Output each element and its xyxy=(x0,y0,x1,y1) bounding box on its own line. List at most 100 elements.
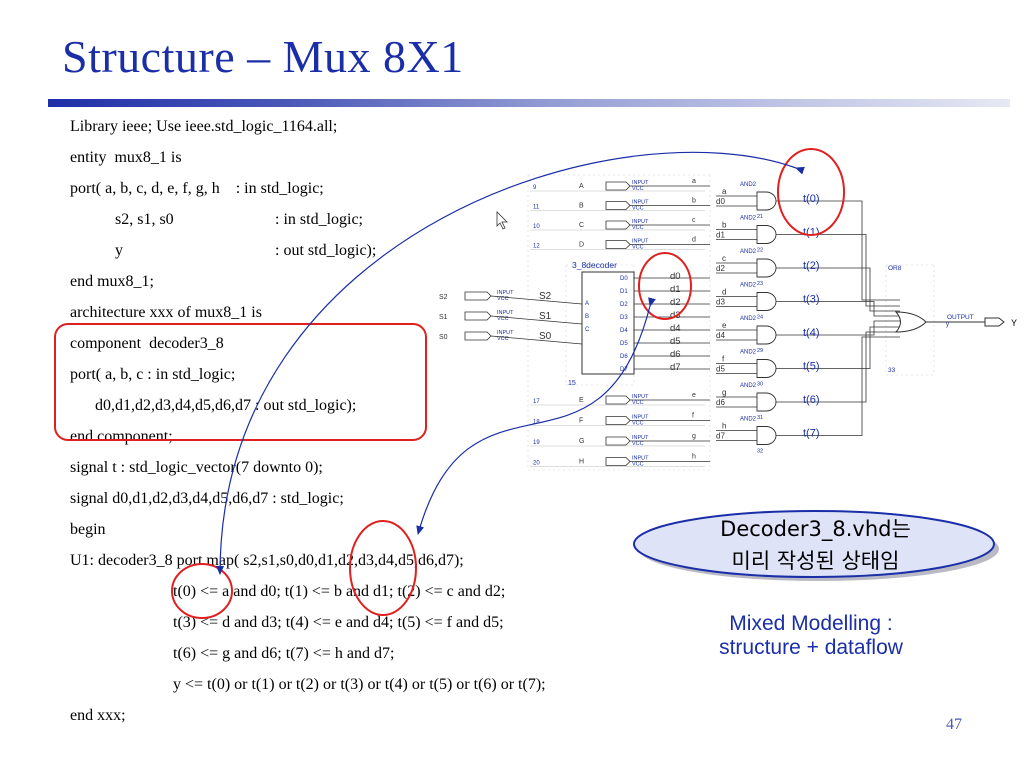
and-to-or-wire xyxy=(776,200,900,301)
decoder-net-label: d6 xyxy=(670,349,681,360)
select-net-label: S1 xyxy=(539,311,552,322)
select-pin-name: S0 xyxy=(439,334,448,341)
code-line: s2, s1, s0 xyxy=(115,211,174,228)
select-pin-body xyxy=(464,331,492,341)
and-to-or-wire xyxy=(776,234,900,307)
and-id: 24 xyxy=(757,315,763,321)
arrow-decoder-to-portmap xyxy=(416,297,656,535)
and-to-or-wire xyxy=(776,326,900,369)
and-input-a: f xyxy=(722,355,725,364)
and-tag: AND2 xyxy=(740,383,757,389)
decoder-net-label: d1 xyxy=(670,284,681,295)
t0-code-circle xyxy=(171,563,233,619)
decoder-output-label: D0 xyxy=(620,276,628,282)
input-pin-body xyxy=(605,457,631,466)
cursor-icon xyxy=(496,211,508,230)
and-input-d: d3 xyxy=(716,298,725,307)
and-gate xyxy=(756,191,777,211)
decoder-name: 3_8decoder xyxy=(572,260,617,270)
select-net-label: S0 xyxy=(539,331,552,342)
pin-name: C xyxy=(579,222,584,229)
code-line: y xyxy=(115,242,123,259)
t-signal-label: t(1) xyxy=(803,227,820,239)
pin-name: A xyxy=(579,183,584,190)
or-id: 33 xyxy=(888,367,896,374)
and-gate xyxy=(756,359,777,378)
decoder-input-label: A xyxy=(585,301,589,307)
and-input-d: d5 xyxy=(716,365,725,374)
and-gate xyxy=(756,225,777,244)
code-line: t(0) <= a and d0; t(1) <= b and d1; t(2)… xyxy=(173,583,506,600)
and-input-a: e xyxy=(722,321,727,330)
code-line: end xxx; xyxy=(70,707,126,724)
and-id: 21 xyxy=(757,214,763,220)
decoder-output-label: D3 xyxy=(620,315,628,321)
select-net-label: S2 xyxy=(539,291,552,302)
pin-number: 17 xyxy=(533,399,540,405)
code-line: begin xyxy=(70,521,106,538)
and-gate-column: AND2ad021t(0)AND2bd122t(1)AND2cd223t(2)A… xyxy=(716,182,900,455)
and-tag: AND2 xyxy=(740,182,757,188)
and-input-a: a xyxy=(722,187,727,196)
decoder-outputs-circle xyxy=(638,252,692,320)
input-pin-body xyxy=(605,220,631,230)
and-input-d: d6 xyxy=(716,398,725,407)
t-signal-label: t(4) xyxy=(803,327,820,339)
and-gate xyxy=(756,325,777,345)
annotation-arrows xyxy=(216,151,805,575)
arrow-t0-to-code xyxy=(216,151,805,575)
mixed-modelling-note: Mixed Modelling : structure + dataflow xyxy=(648,612,974,660)
input-pin-body xyxy=(605,436,631,446)
decoder-output-label: D1 xyxy=(620,289,628,295)
input-pin-body xyxy=(605,395,631,405)
input-pin-body xyxy=(605,181,631,191)
and-tag: AND2 xyxy=(740,249,757,255)
callout-text: Decoder3_8.vhd는 미리 작성된 상태임 xyxy=(631,513,1000,577)
and-id: 30 xyxy=(757,382,763,388)
note-line-1: Mixed Modelling : xyxy=(729,612,893,635)
and-to-or-wire xyxy=(776,267,900,312)
decoder-output-label: D4 xyxy=(620,328,628,334)
and-id: 29 xyxy=(757,348,763,354)
and-input-d: d1 xyxy=(716,231,725,240)
and-input-a: h xyxy=(722,422,726,431)
decoder-net-label: d5 xyxy=(670,336,681,347)
portmap-outputs-circle xyxy=(349,520,417,616)
select-pin-name: S2 xyxy=(439,294,448,301)
pin-name: B xyxy=(579,203,584,210)
and-tag: AND2 xyxy=(740,283,757,289)
decoder-input-label: C xyxy=(585,327,590,333)
decoder-output-label: D5 xyxy=(620,341,628,347)
and-input-a: b xyxy=(722,221,727,230)
t-signal-label: t(6) xyxy=(803,394,820,406)
callout-line-1: Decoder3_8.vhd는 xyxy=(720,517,911,541)
and-to-or-wire xyxy=(776,301,900,317)
pin-number: 19 xyxy=(533,440,540,446)
pin-number: 20 xyxy=(533,461,540,467)
net-label: b xyxy=(692,198,696,205)
and-gate xyxy=(756,392,777,412)
and-input-a: g xyxy=(722,388,726,397)
output-net: y xyxy=(946,322,949,328)
pin-number: 9 xyxy=(533,185,537,191)
output-tag: OUTPUT xyxy=(947,314,974,321)
input-pin-body xyxy=(605,240,631,249)
output-name: Y xyxy=(1011,318,1017,328)
pin-name: E xyxy=(579,397,584,404)
pin-name: G xyxy=(579,438,584,445)
select-pin-name: S1 xyxy=(439,314,448,321)
and-input-a: d xyxy=(722,288,726,297)
net-label: e xyxy=(692,392,696,399)
decoder-net-label: d2 xyxy=(670,297,681,308)
decoder-net-label: d0 xyxy=(670,271,681,282)
code-line: t(3) <= d and d3; t(4) <= e and d4; t(5)… xyxy=(173,614,504,631)
code-line: Library ieee; Use ieee.std_logic_1164.al… xyxy=(70,118,338,135)
t-signal-label: t(2) xyxy=(803,260,820,272)
pin-name: F xyxy=(579,418,583,425)
input-pin-body xyxy=(605,416,631,425)
page-number: 47 xyxy=(946,716,962,733)
decoder-id: 15 xyxy=(568,380,576,387)
